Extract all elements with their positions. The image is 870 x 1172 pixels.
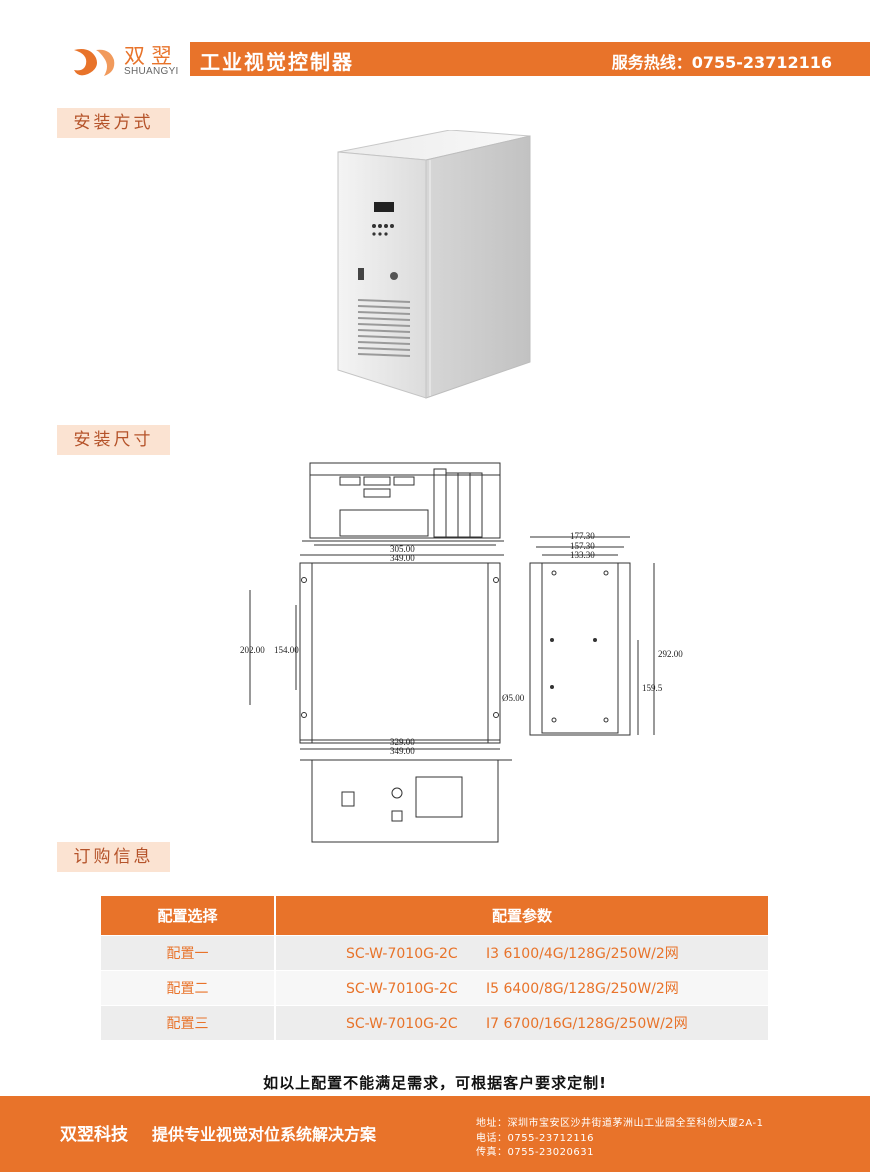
section-tag-install-size: 安装尺寸 — [57, 425, 170, 455]
table-row: 配置三 SC-W-7010G-2C I7 6700/16G/128G/250W/2… — [101, 1004, 768, 1040]
dim-side-157: 157.30 — [570, 541, 595, 551]
config-spec: I3 6100/4G/128G/250W/2网 — [486, 945, 679, 962]
footer-tel: 电话：0755-23712116 — [476, 1133, 594, 1144]
section-tag-order-info: 订购信息 — [57, 842, 170, 872]
header-params: 配置参数 — [275, 896, 768, 935]
header-bar — [190, 42, 870, 76]
logo-text: 双翌 — [124, 44, 178, 68]
config-model: SC-W-7010G-2C — [346, 1015, 458, 1032]
customization-note: 如以上配置不能满足需求，可根据客户要求定制! — [263, 1074, 607, 1092]
config-model: SC-W-7010G-2C — [346, 945, 458, 962]
dim-side-292: 292.00 — [658, 649, 683, 659]
config-params: SC-W-7010G-2C I5 6400/8G/128G/250W/2网 — [275, 969, 768, 1005]
config-model: SC-W-7010G-2C — [346, 980, 458, 997]
dim-top-305: 305.00 — [390, 544, 415, 554]
footer-fax: 传真：0755-23020631 — [476, 1147, 594, 1158]
dim-bottom-329: 329.00 — [390, 737, 415, 747]
table-row: 配置一 SC-W-7010G-2C I3 6100/4G/128G/250W/2网 — [101, 934, 768, 970]
dimension-drawing: 305.00 349.00 202.00 154.00 Ø5.00 329.00… — [240, 462, 683, 843]
config-spec: I5 6400/8G/128G/250W/2网 — [486, 980, 679, 997]
dim-left-202: 202.00 — [240, 645, 265, 655]
footer-brand: 双翌科技 — [60, 1125, 128, 1145]
config-params: SC-W-7010G-2C I7 6700/16G/128G/250W/2网 — [275, 1004, 768, 1040]
config-spec: I7 6700/16G/128G/250W/2网 — [486, 1015, 688, 1032]
page-title: 工业视觉控制器 — [200, 50, 354, 74]
table-row: 配置二 SC-W-7010G-2C I5 6400/8G/128G/250W/2网 — [101, 969, 768, 1005]
dim-hole: Ø5.00 — [502, 693, 525, 703]
dim-top-349: 349.00 — [390, 553, 415, 563]
config-table: 配置选择 配置参数 配置一 SC-W-7010G-2C I3 6100/4G/12… — [101, 896, 768, 1040]
footer-slogan: 提供专业视觉对位系统解决方案 — [152, 1125, 377, 1144]
product-image — [337, 130, 531, 399]
logo-subtext: SHUANGYI — [124, 66, 179, 77]
dim-side-177: 177.30 — [570, 531, 595, 541]
logo-icon — [74, 49, 115, 76]
service-phone: 服务热线：0755-23712116 — [611, 53, 832, 72]
section-tag-install-method: 安装方式 — [57, 108, 170, 138]
footer-address: 地址：深圳市宝安区沙井街道茅洲山工业园全至科创大厦2A-1 — [476, 1118, 764, 1129]
table-header-row: 配置选择 配置参数 — [101, 896, 768, 935]
config-name: 配置二 — [101, 969, 276, 1005]
header-config: 配置选择 — [101, 896, 276, 935]
dim-left-154: 154.00 — [274, 645, 299, 655]
config-name: 配置三 — [101, 1004, 276, 1040]
dim-side-159: 159.5 — [642, 683, 663, 693]
config-name: 配置一 — [101, 934, 276, 970]
footer-bar — [0, 1096, 870, 1172]
dim-bottom-349: 349.00 — [390, 746, 415, 756]
config-params: SC-W-7010G-2C I3 6100/4G/128G/250W/2网 — [275, 934, 768, 970]
dim-side-133: 133.30 — [570, 550, 595, 560]
